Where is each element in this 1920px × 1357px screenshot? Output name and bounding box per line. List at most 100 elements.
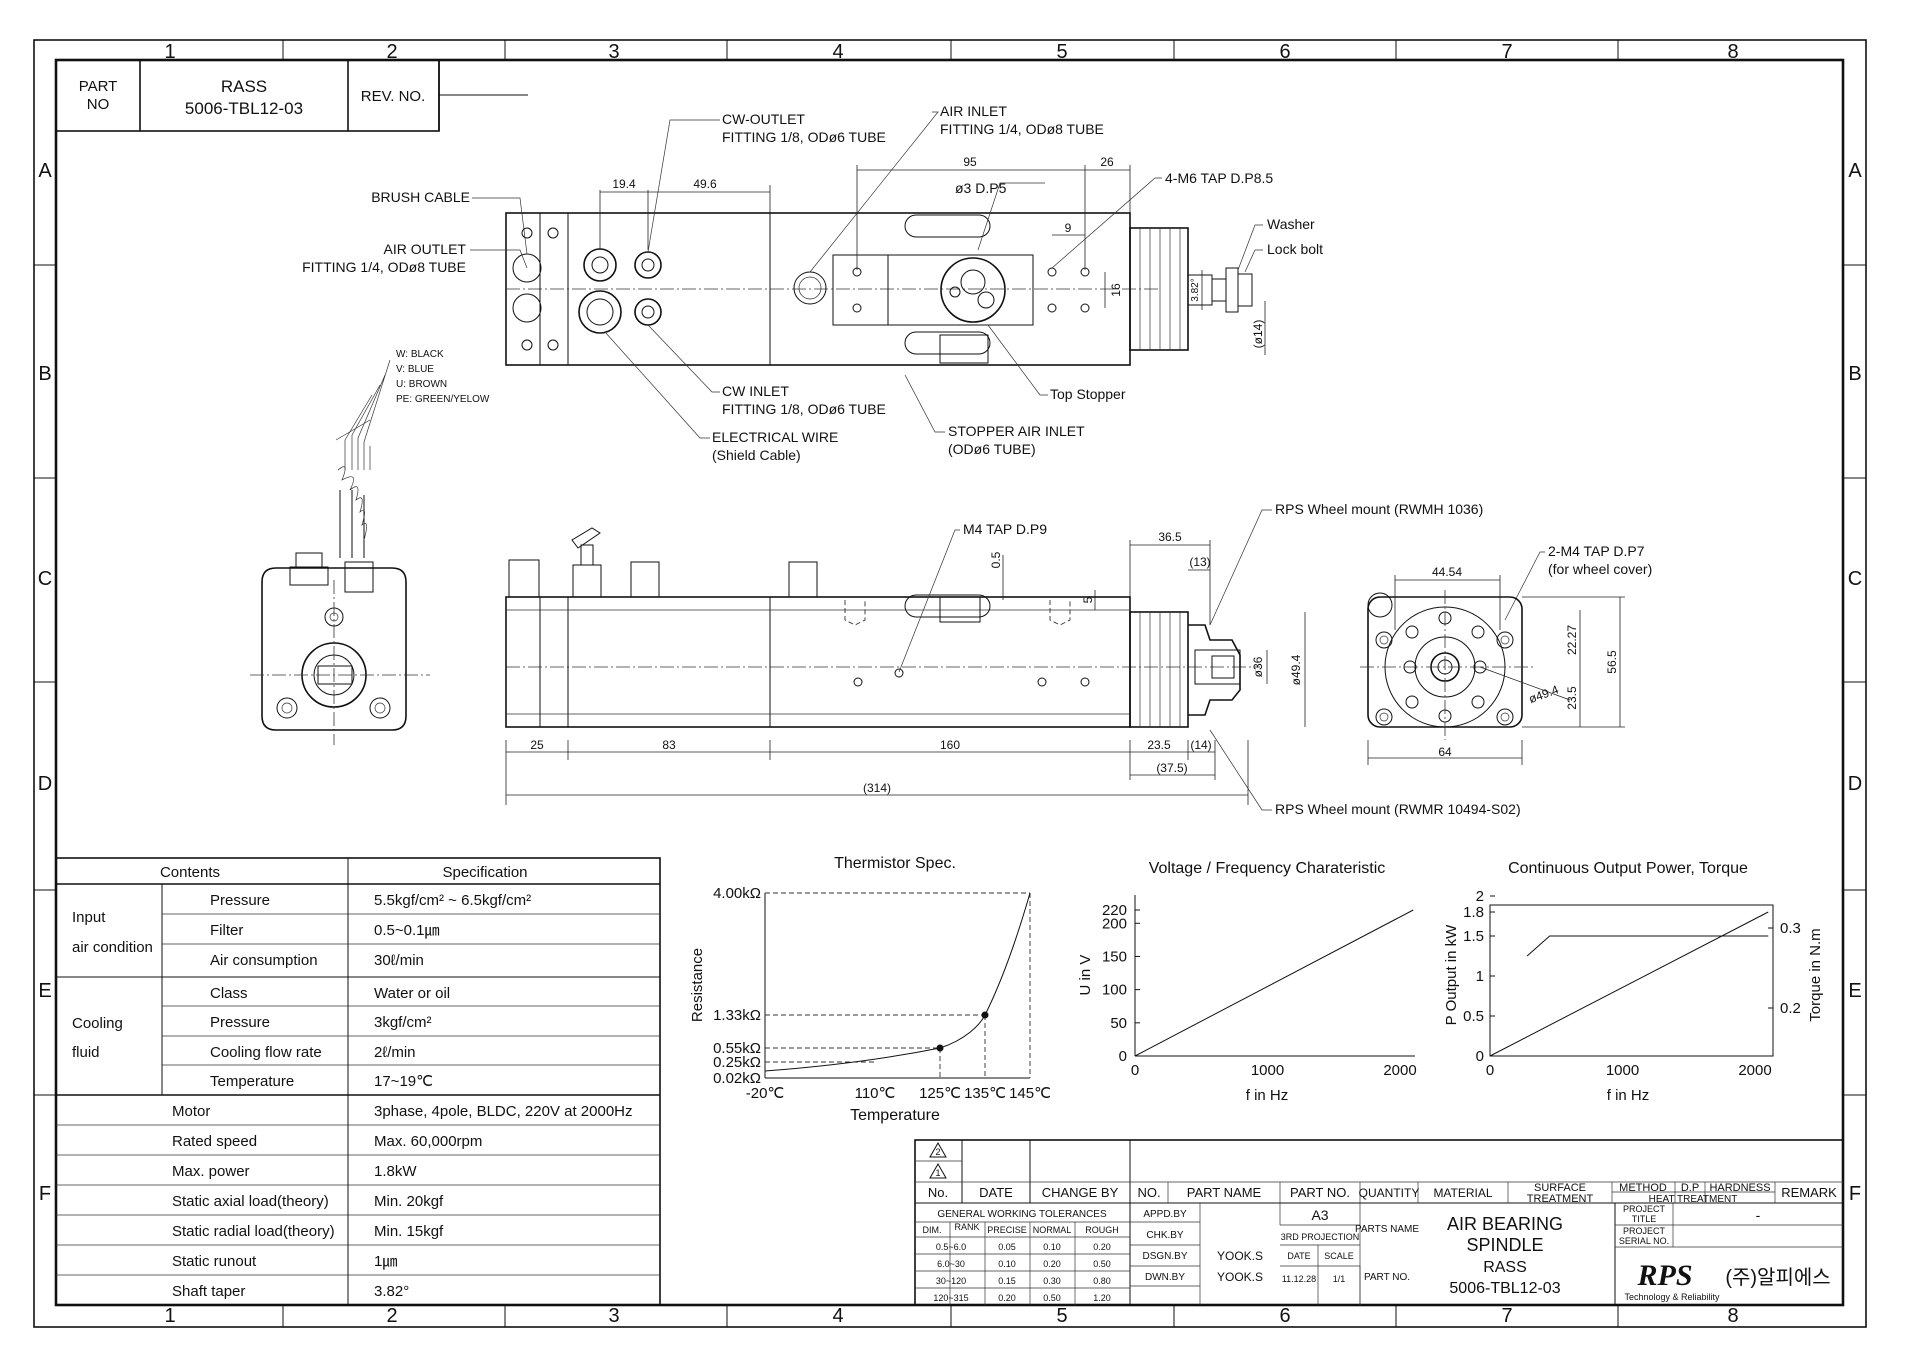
dim-13: (13) xyxy=(1189,555,1210,569)
tol-head-normal: NORMAL xyxy=(1033,1225,1072,1235)
callout-stopper-air-line2: (ODø6 TUBE) xyxy=(948,441,1036,457)
tb-remark: REMARK xyxy=(1781,1185,1837,1200)
thermistor-y-tick: 0.55kΩ xyxy=(713,1040,761,1057)
zone-row-e-right: E xyxy=(1848,980,1861,1002)
dim-5: 5 xyxy=(1081,596,1095,603)
spec-row-value: Min. 20kgf xyxy=(374,1193,444,1210)
rps-logo-subtitle: Technology & Reliability xyxy=(1624,1292,1720,1302)
spec-row-label: Static runout xyxy=(172,1253,257,1270)
dim-64: 64 xyxy=(1438,745,1452,759)
thermistor-x-label: Temperature xyxy=(850,1107,940,1124)
callout-air-inlet-line2: FITTING 1/4, ODø8 TUBE xyxy=(940,121,1104,137)
tol-normal: 0.10 xyxy=(1043,1242,1061,1252)
spec-row-label: Pressure xyxy=(210,1014,270,1031)
callout-wheel-mount-2: RPS Wheel mount (RWMR 10494-S02) xyxy=(1275,801,1521,817)
spec-row-value: 1.8kW xyxy=(374,1163,417,1180)
tb-projection: 3RD PROJECTION xyxy=(1281,1232,1360,1242)
zone-col-5-top: 5 xyxy=(1056,41,1067,63)
dim-23-5-vertical: 23.5 xyxy=(1565,686,1579,710)
spec-row-label: Shaft taper xyxy=(172,1283,245,1300)
callout-wheel-mount-1: RPS Wheel mount (RWMH 1036) xyxy=(1275,501,1483,517)
rps-logo: RPS xyxy=(1636,1259,1692,1292)
spec-group-input-line1: Input xyxy=(72,909,106,926)
callout-cw-inlet-line2: FITTING 1/8, ODø6 TUBE xyxy=(722,401,886,417)
end-view-left xyxy=(250,359,430,745)
tb-size: A3 xyxy=(1311,1207,1328,1223)
zone-col-1-top: 1 xyxy=(164,41,175,63)
zone-col-2-bottom: 2 xyxy=(386,1305,397,1327)
dim-phi14: (ø14) xyxy=(1251,320,1265,349)
power-y-tick: 1.5 xyxy=(1463,928,1484,945)
zone-col-1-bottom: 1 xyxy=(164,1305,175,1327)
tol-rough: 0.20 xyxy=(1093,1242,1111,1252)
spec-row-label: Class xyxy=(210,985,248,1002)
thermistor-y-tick: 4.00kΩ xyxy=(713,885,761,902)
dim-taper: 3.82° xyxy=(1190,278,1201,301)
voltage-line xyxy=(1134,909,1414,1057)
tb-heat-treatment: HEAT TREATMENT xyxy=(1649,1194,1738,1205)
voltage-x-label: f in Hz xyxy=(1246,1087,1289,1104)
spec-row-label: Static axial load(theory) xyxy=(172,1193,329,1210)
callout-m6-tap: 4-M6 TAP D.P8.5 xyxy=(1165,170,1273,186)
zone-col-6-top: 6 xyxy=(1279,41,1290,63)
dim-160: 160 xyxy=(940,738,960,752)
zone-col-8-top: 8 xyxy=(1727,41,1738,63)
spec-group-input-line2: air condition xyxy=(72,939,153,956)
tb-scale-label: SCALE xyxy=(1324,1251,1354,1261)
callout-cw-outlet-line1: CW-OUTLET xyxy=(722,111,805,127)
zone-row-b-right: B xyxy=(1848,363,1861,385)
tb-dsgn-name: YOOK.S xyxy=(1217,1249,1263,1263)
tb-project-title-line2: TITLE xyxy=(1632,1214,1657,1224)
tb-drawing-no-line1: RASS xyxy=(1483,1259,1527,1276)
power-x-tick: 0 xyxy=(1486,1062,1494,1079)
power-x-tick: 1000 xyxy=(1606,1062,1639,1079)
spec-row-value: Min. 15kgf xyxy=(374,1223,444,1240)
callout-electrical-wire-line1: ELECTRICAL WIRE xyxy=(712,429,838,445)
zone-row-b-left: B xyxy=(38,363,51,385)
tol-rough: 0.80 xyxy=(1093,1276,1111,1286)
dim-37-5: (37.5) xyxy=(1156,761,1187,775)
spec-row-value: 3.82° xyxy=(374,1283,409,1300)
tol-title: GENERAL WORKING TOLERANCES xyxy=(937,1209,1107,1220)
spec-row-value: 3phase, 4pole, BLDC, 220V at 2000Hz xyxy=(374,1103,633,1120)
dim-phi36: ø36 xyxy=(1251,656,1265,677)
spec-group-cooling-line1: Cooling xyxy=(72,1015,123,1032)
zone-col-3-top: 3 xyxy=(608,41,619,63)
power-y-tick: 0 xyxy=(1476,1048,1484,1065)
tb-surface-line2: TREATMENT xyxy=(1527,1193,1594,1205)
thermistor-point xyxy=(981,1011,989,1019)
tol-head-dim: DIM. xyxy=(923,1225,942,1235)
tb-project-serial-line1: PROJECT xyxy=(1623,1226,1666,1236)
zone-row-c-left: C xyxy=(38,568,52,590)
part-no-label-line2: NO xyxy=(87,96,110,113)
dim-44-54: 44.54 xyxy=(1432,565,1462,579)
tb-date-value: 11.12.28 xyxy=(1282,1274,1316,1284)
callout-top-stopper: Top Stopper xyxy=(1050,386,1126,402)
callout-air-outlet-line2: FITTING 1/4, ODø8 TUBE xyxy=(302,259,466,275)
company-name-korean: (주)알피에스 xyxy=(1725,1266,1830,1289)
callout-cw-inlet-line1: CW INLET xyxy=(722,383,789,399)
tb-dwn-name: YOOK.S xyxy=(1217,1270,1263,1284)
tol-precise: 0.10 xyxy=(998,1259,1016,1269)
tol-dim-range: 6.0~30 xyxy=(937,1259,965,1269)
top-view xyxy=(505,212,1253,366)
callout-brush-cable: BRUSH CABLE xyxy=(371,189,470,205)
voltage-y-tick: 200 xyxy=(1102,915,1127,932)
zone-row-f-right: F xyxy=(1849,1183,1861,1205)
voltage-y-tick: 220 xyxy=(1102,902,1127,919)
spec-row-label: Filter xyxy=(210,922,243,939)
tb-method: METHOD xyxy=(1619,1182,1667,1194)
thermistor-curve xyxy=(764,892,1031,1072)
spec-row-value: 2ℓ/min xyxy=(374,1044,416,1061)
spec-row-value: 3kgf/cm² xyxy=(374,1014,432,1031)
dim-95: 95 xyxy=(963,155,977,169)
callout-m4-tap2-line1: 2-M4 TAP D.P7 xyxy=(1548,543,1645,559)
zone-col-5-bottom: 5 xyxy=(1056,1305,1067,1327)
tol-head-precise: PRECISE xyxy=(987,1225,1027,1235)
tol-dim-range: 0.5~6.0 xyxy=(936,1242,966,1252)
callout-m4-tap2-line2: (for wheel cover) xyxy=(1548,561,1652,577)
spec-row-value: Max. 60,000rpm xyxy=(374,1133,482,1150)
tb-no: No. xyxy=(928,1185,948,1200)
callout-stopper-air-line1: STOPPER AIR INLET xyxy=(948,423,1085,439)
